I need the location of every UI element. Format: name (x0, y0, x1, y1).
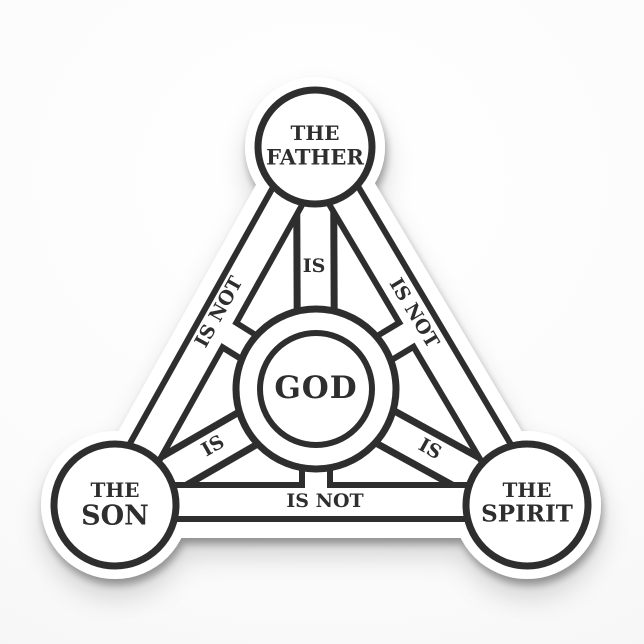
son-label-the: THE (90, 478, 139, 502)
father-label-name: FATHER (266, 145, 364, 170)
is-label-father-god: IS (303, 255, 326, 277)
son-circle (50, 440, 180, 570)
is-not-label-son-spirit: IS NOT (286, 490, 363, 512)
shield-of-trinity-diagram: GOD THE FATHER THE SON THE SPIRIT IS IS … (50, 86, 592, 570)
spirit-circle (462, 440, 592, 570)
father-circle (254, 86, 376, 208)
father-label-the: THE (290, 121, 339, 145)
spirit-label-the: THE (502, 478, 551, 502)
god-label: GOD (274, 370, 357, 406)
god-circle-inner (257, 330, 375, 448)
son-label-name: SON (81, 501, 149, 532)
spirit-label-name: SPIRIT (481, 501, 573, 528)
